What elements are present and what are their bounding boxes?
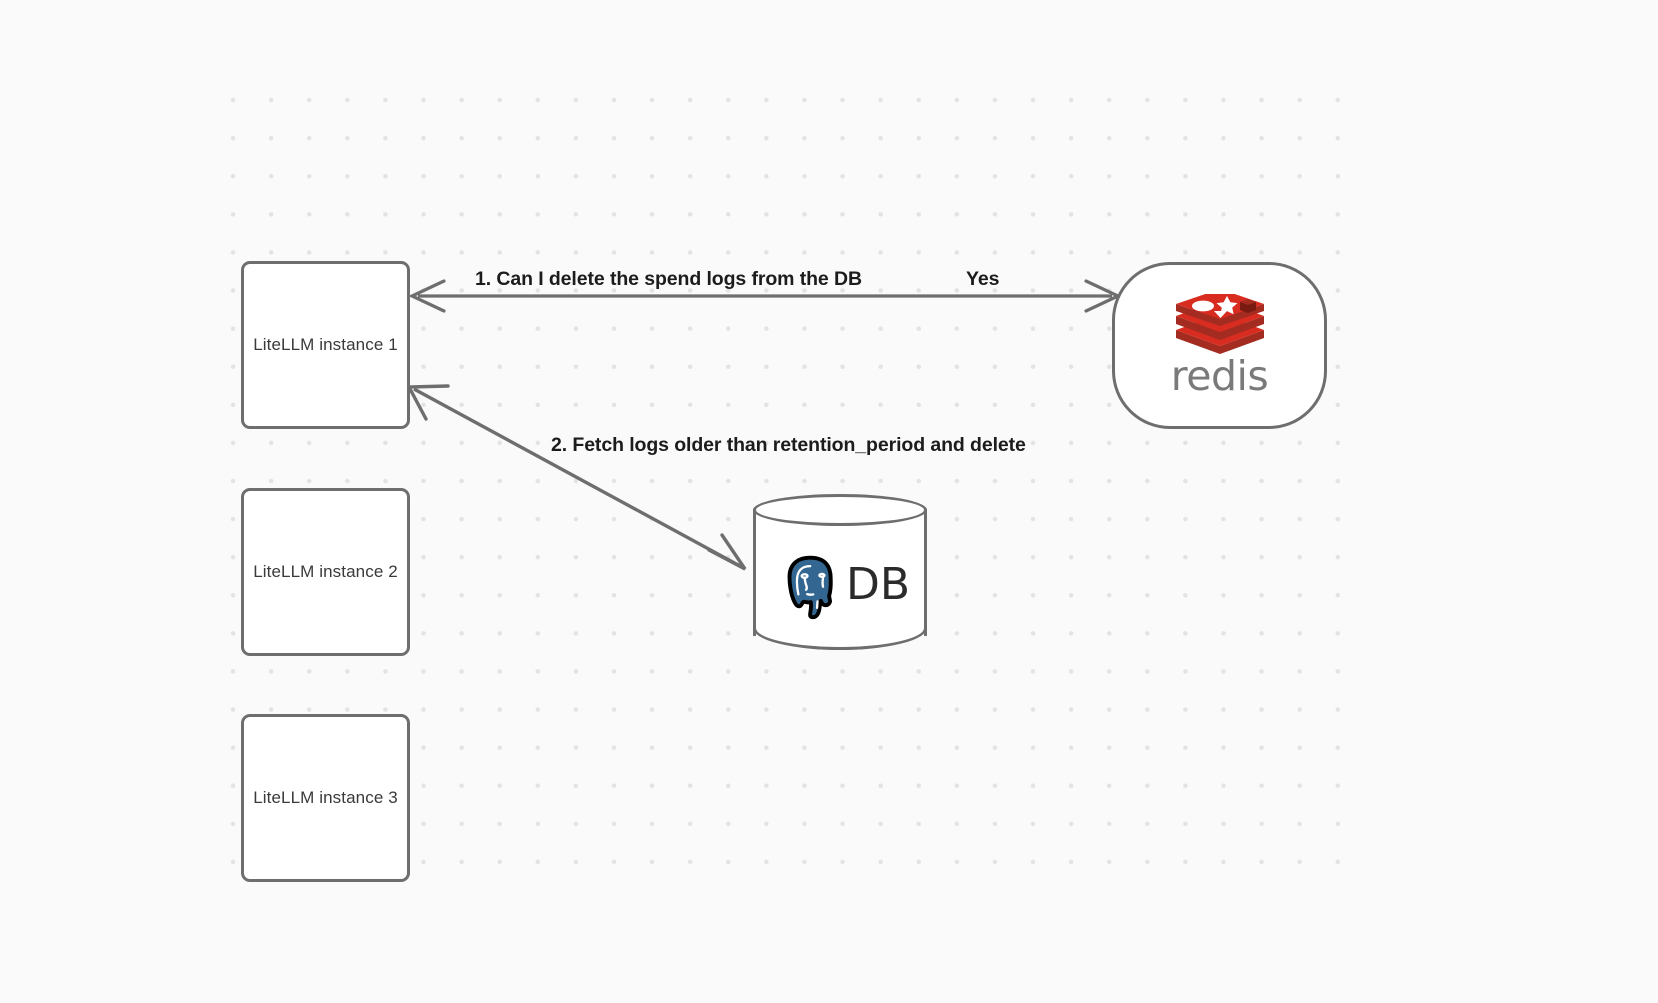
node-litellm-instance-3[interactable]: LiteLLM instance 3 xyxy=(241,714,410,882)
database-label: DB xyxy=(845,559,911,610)
node-label: LiteLLM instance 1 xyxy=(253,335,398,354)
node-litellm-instance-1[interactable]: LiteLLM instance 1 xyxy=(241,261,410,429)
node-label: LiteLLM instance 3 xyxy=(253,788,398,807)
node-redis[interactable]: redis xyxy=(1112,262,1327,429)
edge-label-step-1: 1. Can I delete the spend logs from the … xyxy=(475,268,862,290)
cylinder-top-cap xyxy=(753,494,927,526)
postgresql-elephant-icon xyxy=(787,555,833,620)
node-label: LiteLLM instance 2 xyxy=(253,562,398,581)
redis-logo-icon: redis xyxy=(1170,293,1270,400)
node-database[interactable]: DB xyxy=(753,494,927,651)
edge-label-step-1-reply: Yes xyxy=(966,268,1000,290)
database-logo-row: DB xyxy=(753,540,927,630)
cylinder-bottom-cap xyxy=(753,606,927,650)
edge-label-step-2: 2. Fetch logs older than retention_perio… xyxy=(551,434,1026,456)
redis-wordmark: redis xyxy=(1170,351,1269,400)
edge-litellm1-database xyxy=(406,384,747,571)
node-litellm-instance-2[interactable]: LiteLLM instance 2 xyxy=(241,488,410,656)
